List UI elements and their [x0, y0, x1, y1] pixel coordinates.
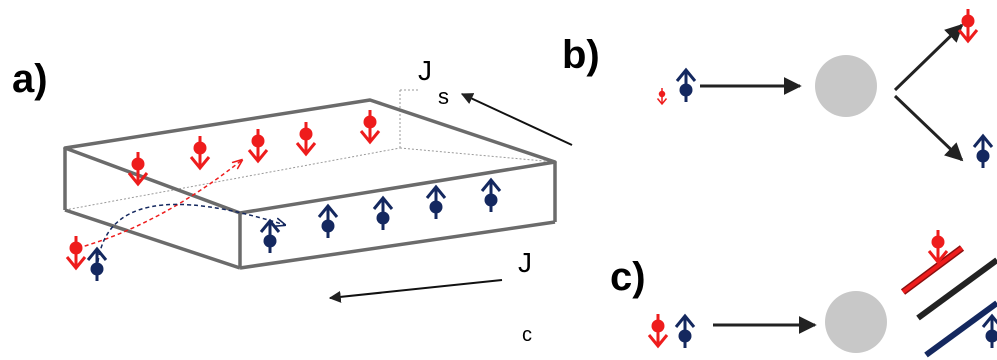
spin-current-arrow	[460, 93, 573, 146]
charge-current-subscript: c	[522, 324, 532, 346]
scatter-bar-blue	[924, 300, 997, 358]
charge-current-label: J	[518, 247, 532, 278]
spin-down-icon	[189, 136, 211, 171]
spin-up-icon	[372, 195, 394, 230]
panel-b-label: b)	[562, 33, 600, 77]
spin-up-trajectory	[97, 203, 285, 263]
panel-a: a) J s J c	[12, 55, 573, 346]
slab-outline	[63, 98, 557, 270]
spin-down-markers-top	[127, 110, 381, 187]
spin-up-icon	[675, 67, 697, 102]
spin-down-trajectory	[77, 160, 242, 249]
panel-c: c)	[610, 230, 997, 358]
spin-down-icon	[359, 110, 381, 145]
outgoing-spin-down-b	[957, 9, 979, 44]
incoming-spin-pair-b	[656, 67, 697, 106]
scatter-arrow-up	[893, 23, 964, 92]
spin-current-subscript: s	[438, 84, 449, 109]
spin-down-icon	[957, 9, 979, 44]
spin-up-icon	[86, 246, 108, 281]
spin-up-icon	[981, 313, 997, 348]
slab-hidden-edges	[64, 89, 556, 211]
spin-current-label: J	[418, 55, 432, 86]
scatterer-c	[825, 291, 887, 353]
charge-current-arrow	[328, 279, 503, 303]
outgoing-spin-down-c	[927, 230, 949, 265]
spin-down-icon	[656, 88, 668, 106]
spin-down-icon	[247, 129, 269, 164]
spin-down-icon	[927, 230, 949, 265]
spin-up-icon	[972, 133, 994, 168]
spin-up-icon	[674, 313, 696, 348]
panel-b: b)	[562, 9, 994, 168]
outgoing-spin-up-b	[972, 133, 994, 168]
spin-up-icon	[317, 203, 339, 238]
incoming-spin-pair-a	[65, 236, 108, 281]
spin-down-icon	[127, 152, 149, 187]
spin-up-icon	[425, 184, 447, 219]
incoming-spin-pair-c	[647, 313, 696, 349]
spin-up-icon	[480, 177, 502, 212]
panel-a-label: a)	[12, 57, 48, 101]
scatter-arrow-down	[893, 94, 964, 162]
spin-down-icon	[295, 122, 317, 157]
scatter-bar-red-fill	[901, 246, 964, 294]
spin-down-icon	[65, 236, 87, 271]
scatterer-b	[815, 55, 877, 117]
spin-up-markers-front	[259, 177, 502, 253]
spin-up-icon	[259, 218, 281, 253]
outgoing-spin-up-c	[981, 313, 997, 348]
panel-c-label: c)	[610, 255, 646, 299]
spin-down-icon	[647, 314, 669, 349]
scatter-bar-black	[916, 257, 997, 321]
